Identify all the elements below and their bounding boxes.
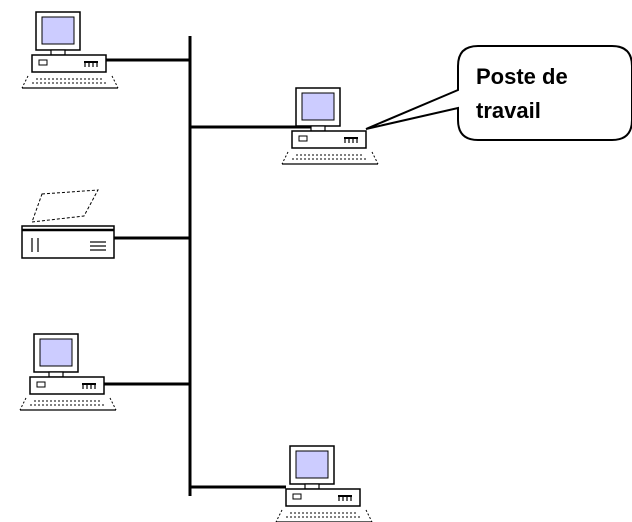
callout-label-line2: travail xyxy=(476,98,541,123)
workstation-icon xyxy=(19,333,117,411)
callout-bubble xyxy=(365,45,632,141)
workstation-icon xyxy=(275,445,373,522)
workstation-icon xyxy=(21,11,119,89)
printer-icon xyxy=(20,188,116,260)
callout-label-line1: Poste de xyxy=(476,64,568,89)
workstation-icon xyxy=(281,87,379,165)
